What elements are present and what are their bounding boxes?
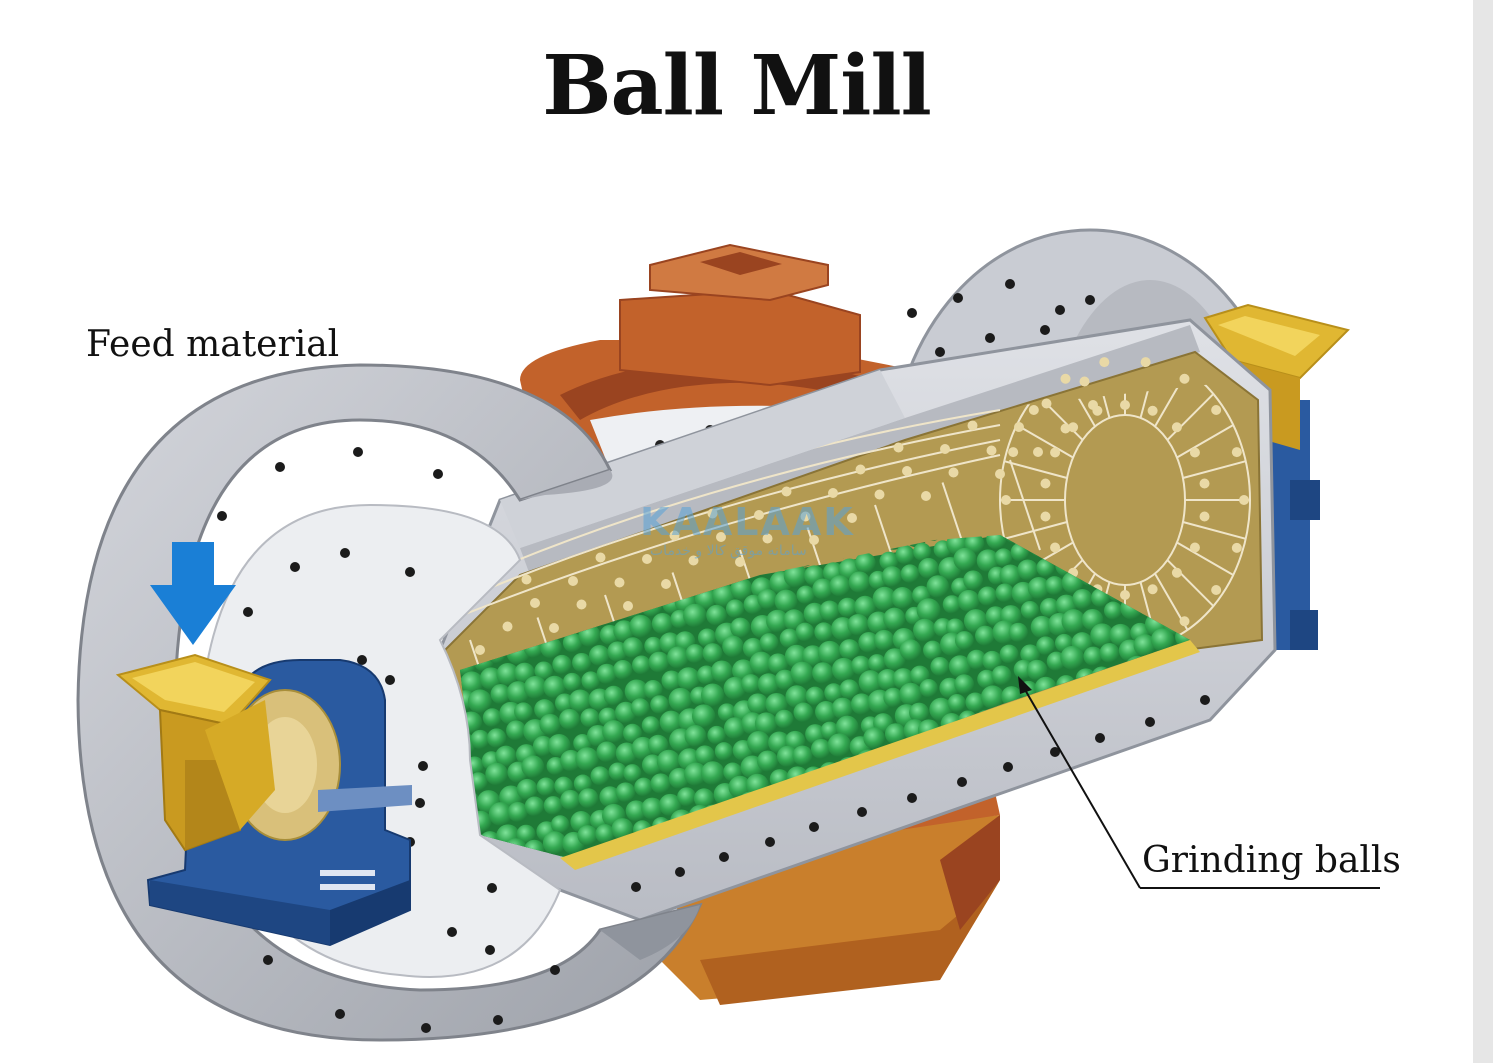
label-feed-material: Feed material (86, 324, 340, 365)
watermark: KAALAAK سامانه موقق کالا و خدمات (640, 500, 855, 559)
scrollbar-track[interactable] (1473, 0, 1493, 1063)
grinding-balls-leader (1018, 676, 1380, 889)
feed-chute (115, 653, 275, 852)
down-arrow-icon (150, 542, 236, 645)
watermark-tagline: سامانه موقق کالا و خدمات (650, 543, 807, 559)
feed-bearing (146, 659, 412, 947)
shell-bolts (631, 279, 1210, 892)
label-grinding-balls: Grinding balls (1142, 840, 1401, 881)
watermark-brand: KAALAAK (640, 500, 855, 544)
diagram-title: Ball Mill (542, 38, 932, 134)
